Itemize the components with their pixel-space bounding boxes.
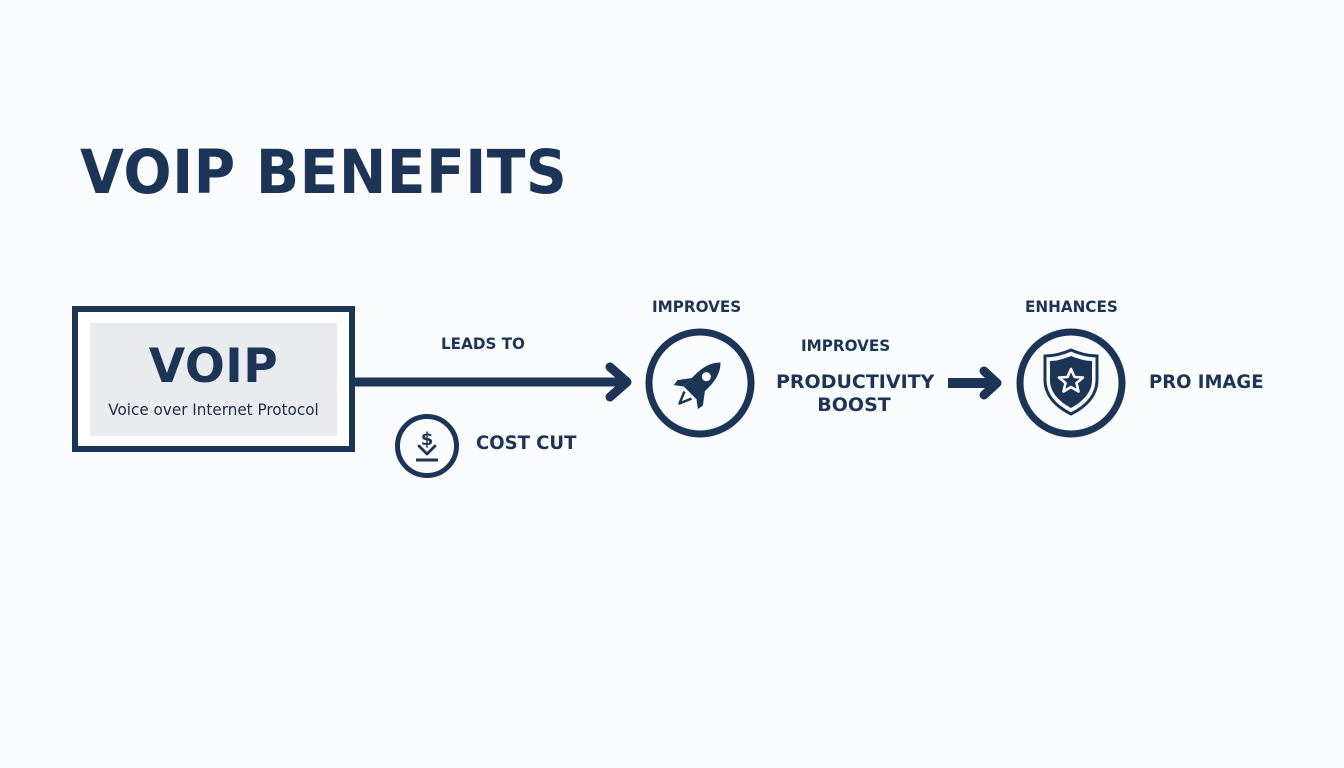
- cost-cut-label: COST CUT: [476, 432, 577, 454]
- voip-node-title: VOIP: [148, 339, 279, 394]
- svg-text:$: $: [421, 429, 434, 450]
- productivity-top-label: IMPROVES: [652, 297, 742, 316]
- voip-node: VOIP Voice over Internet Protocol: [72, 306, 355, 452]
- dollar-down-icon: $: [395, 414, 459, 478]
- shield-star-icon: [1016, 328, 1126, 438]
- page-title: VOIP BENEFITS: [80, 137, 568, 208]
- rocket-icon: [645, 328, 755, 438]
- leads-to-label: LEADS TO: [441, 334, 525, 353]
- pro-image-label: PRO IMAGE: [1149, 371, 1264, 393]
- voip-node-subtitle: Voice over Internet Protocol: [108, 400, 319, 419]
- voip-panel: VOIP Voice over Internet Protocol: [90, 323, 337, 436]
- pro-image-top-label: ENHANCES: [1025, 297, 1118, 316]
- productivity-label-line1: PRODUCTIVITY: [776, 371, 935, 393]
- productivity-label: PRODUCTIVITY BOOST: [776, 371, 935, 417]
- productivity-label-line2: BOOST: [817, 393, 891, 416]
- improves-label: IMPROVES: [801, 336, 891, 355]
